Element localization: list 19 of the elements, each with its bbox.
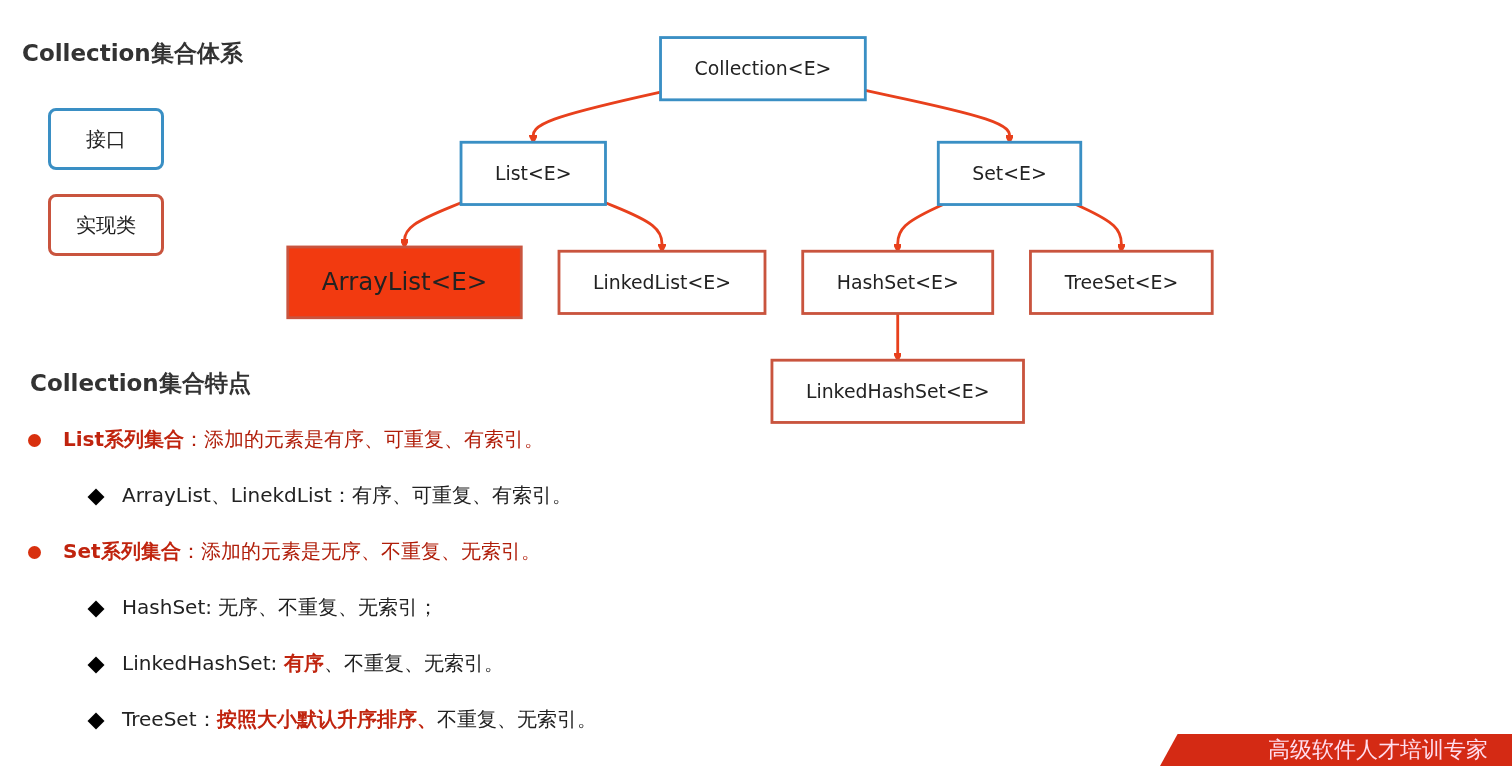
bullet-text: List系列集合：添加的元素是有序、可重复、有索引。 — [28, 426, 545, 453]
node-box: List<E> — [459, 140, 607, 206]
legend-item: 实现类 — [48, 194, 164, 256]
bullet-text: Set系列集合：添加的元素是无序、不重复、无索引。 — [28, 538, 541, 565]
bullet-text: HashSet: 无序、不重复、无索引； — [90, 594, 439, 621]
banner: 高级软件人才培训专家 — [1160, 734, 1512, 766]
node-box: LinkedHashSet<E> — [770, 358, 1025, 424]
node-box: ArrayList<E> — [286, 245, 523, 320]
node-box: Set<E> — [936, 140, 1083, 206]
node-box: TreeSet<E> — [1029, 249, 1214, 315]
title: Collection集合体系 — [22, 39, 243, 68]
bullet-text: LinkedHashSet: 有序、不重复、无索引。 — [90, 650, 504, 677]
node-box: Collection<E> — [659, 36, 867, 102]
section-heading: Collection集合特点 — [30, 369, 251, 398]
node-box: LinkedList<E> — [557, 249, 767, 315]
node-box: HashSet<E> — [801, 249, 995, 315]
bullet-text: ArrayList、LinekdList：有序、可重复、有索引。 — [90, 482, 572, 509]
bullet-text: TreeSet：按照大小默认升序排序、不重复、无索引。 — [90, 706, 597, 733]
legend-item: 接口 — [48, 108, 164, 170]
